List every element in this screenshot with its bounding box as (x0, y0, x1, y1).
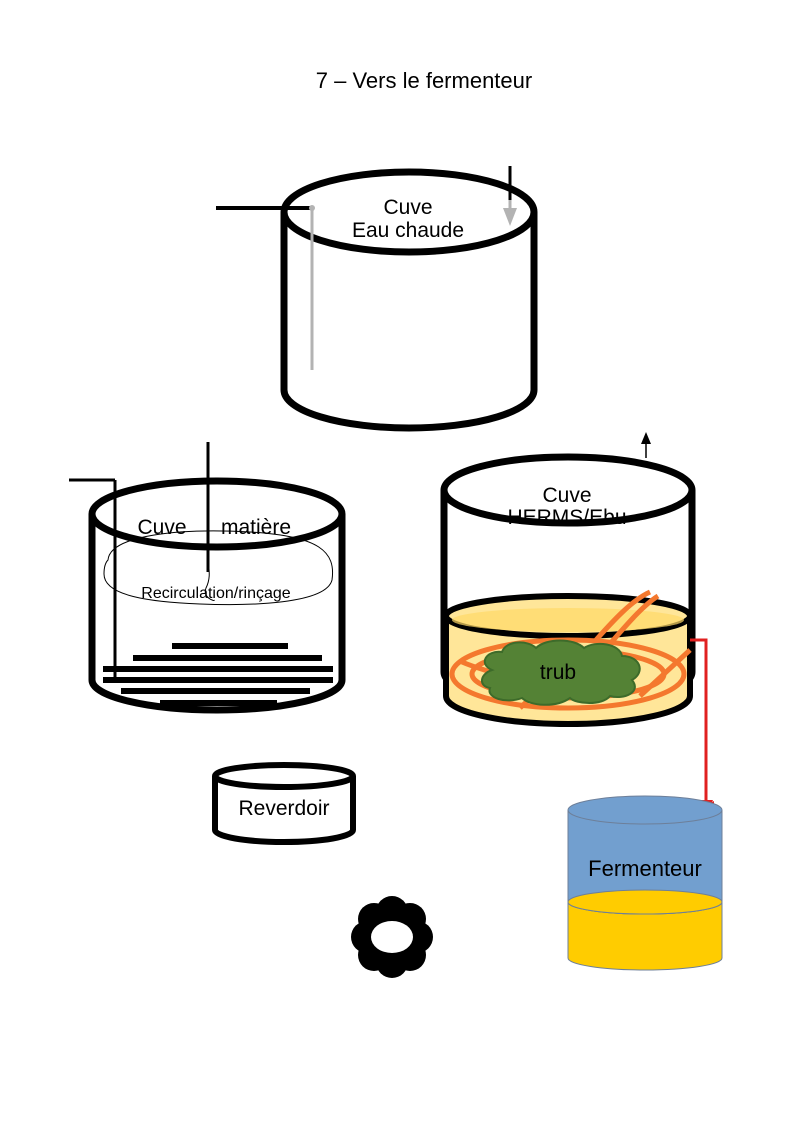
herms-coil (449, 589, 692, 711)
hot-water-label-line1: Cuve (383, 196, 432, 219)
page-title: 7 – Vers le fermenteur (316, 68, 532, 93)
herms-label-line2: HERMS/Ebu (507, 506, 626, 529)
mash-inner-label: Recirculation/rinçage (141, 585, 291, 602)
grain-bed (103, 643, 333, 706)
arrow-up-icon (641, 432, 651, 458)
recirculation-outline (103, 530, 334, 606)
grant-label: Reverdoir (238, 797, 329, 820)
hot-water-label-line2: Eau chaude (352, 219, 464, 242)
pump-icon (351, 896, 433, 978)
fermenter-label: Fermenteur (588, 856, 702, 881)
mash-vessel: Cuve matière Recirculation/rinçage (88, 477, 346, 714)
trub-label: trub (540, 661, 576, 684)
grey-arrow-down-icon (503, 208, 517, 226)
fermenter: Fermenteur (567, 795, 723, 971)
mash-label-right: matière (221, 516, 291, 539)
hot-water-vessel: Cuve Eau chaude (280, 168, 538, 432)
trub: trub (481, 639, 641, 706)
mash-label-left: Cuve (137, 516, 186, 539)
grant-vessel: Reverdoir (212, 762, 356, 845)
hot-water-outlet-pipe (216, 205, 315, 370)
mash-inlet-pipe (69, 478, 117, 678)
herms-label-line1: Cuve (542, 484, 591, 507)
hot-water-return-pipe (503, 166, 517, 226)
